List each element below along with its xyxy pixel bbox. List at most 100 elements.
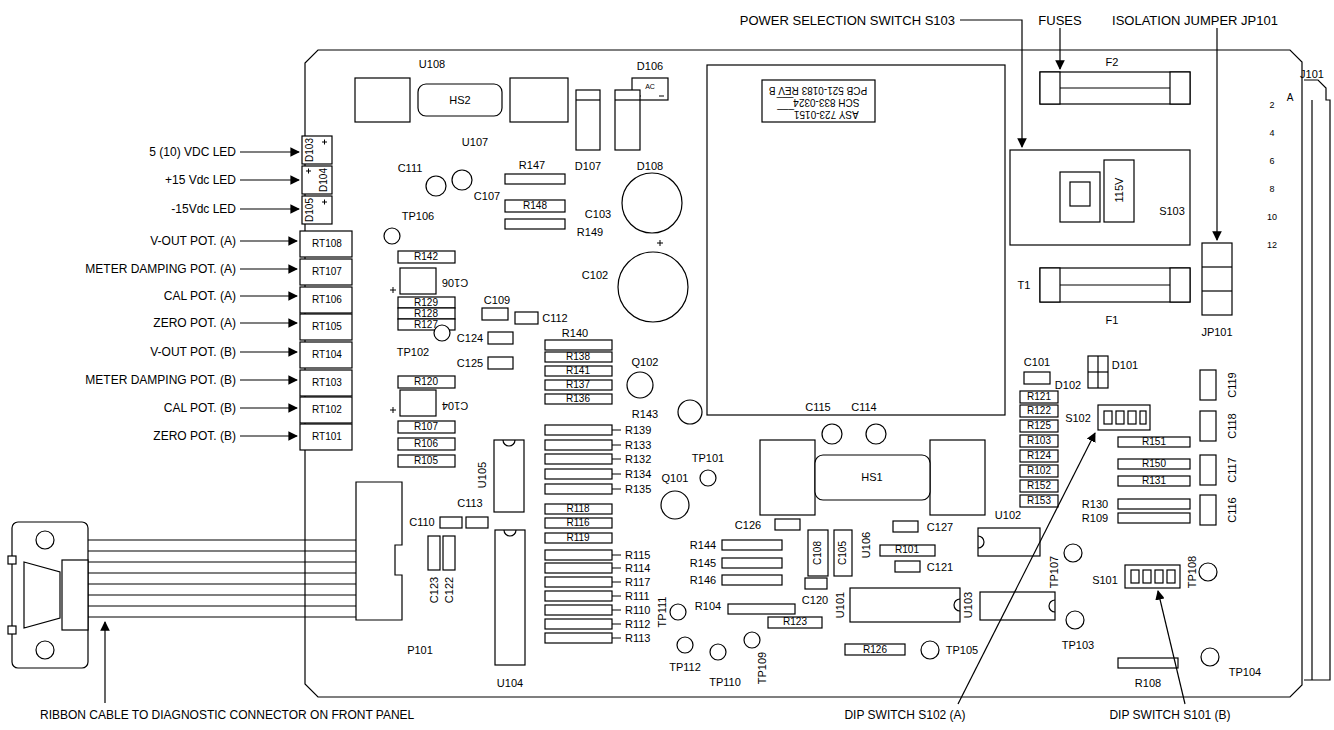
resistor	[545, 619, 612, 629]
resistor	[545, 340, 612, 350]
part-label: RT105	[312, 322, 342, 332]
callout-label: -15Vdc LED	[171, 203, 236, 215]
part-label: T1	[1018, 280, 1031, 291]
leader-arrow	[240, 379, 297, 380]
ribbon-wire	[88, 572, 356, 573]
diode-lead	[1097, 356, 1098, 388]
trimmer-pot	[300, 424, 352, 450]
resistor	[1118, 513, 1190, 523]
callout-label: ZERO POT. (B)	[153, 430, 236, 442]
leader-arrow	[240, 322, 297, 323]
part-label: R103	[1027, 436, 1051, 446]
capacitor	[805, 578, 827, 589]
resistor	[545, 504, 612, 514]
leader-arrow	[240, 351, 297, 352]
diode-pair	[1088, 356, 1108, 388]
resistor	[1020, 405, 1058, 417]
resistor	[545, 550, 612, 560]
part-label: TP108	[1187, 556, 1198, 588]
fuse-cap	[1040, 268, 1060, 302]
part-label: R113	[625, 633, 650, 644]
part-label: S101	[1092, 575, 1118, 586]
part-label: C115	[805, 402, 830, 413]
resistor	[1118, 437, 1190, 447]
trimmer-pot	[300, 314, 352, 340]
resistor	[1020, 495, 1058, 507]
callout-label: ZERO POT. (A)	[153, 317, 236, 329]
dip-toggle	[1104, 411, 1112, 424]
leader-arrow	[240, 268, 297, 269]
ribbon-wire	[88, 594, 356, 595]
resistor	[545, 605, 612, 615]
part-label: R131	[1142, 476, 1166, 486]
regulator	[510, 78, 568, 122]
db9-screw	[36, 531, 54, 549]
callout-label: FUSES	[1038, 14, 1081, 27]
test-point	[677, 637, 693, 653]
trimmer-pot	[300, 397, 352, 423]
part-label: U107	[462, 137, 488, 148]
part-label: R148	[523, 201, 547, 211]
resistor	[545, 366, 612, 376]
resistor	[545, 518, 612, 528]
resistor	[1118, 658, 1178, 668]
resistor	[398, 376, 455, 388]
ic-notch	[504, 530, 516, 536]
resistor	[505, 174, 565, 184]
test-point	[921, 641, 939, 659]
part-label: R135	[625, 484, 651, 495]
capacitor	[808, 530, 828, 576]
callout-label: DIP SWITCH S102 (A)	[844, 709, 965, 721]
trimmer	[678, 400, 702, 424]
dip-toggle	[1131, 570, 1139, 583]
leader-arrow	[240, 407, 297, 408]
diode-band	[615, 99, 640, 100]
regulator	[930, 440, 985, 515]
capacitor	[775, 519, 800, 530]
part-label: R145	[690, 558, 716, 569]
capacitor	[1200, 495, 1216, 525]
leader-arrow	[240, 151, 299, 152]
part-label: TP105	[946, 645, 978, 656]
part-label: R102	[1027, 466, 1051, 476]
resistor	[722, 575, 782, 585]
test-point	[700, 470, 716, 486]
resistor	[398, 251, 455, 263]
part-label: RT104	[312, 350, 342, 360]
switch-slider	[1060, 172, 1100, 222]
part-label: R120	[414, 377, 438, 387]
part-label: R136	[566, 394, 590, 404]
db9-screw	[36, 641, 54, 659]
callout-label: METER DAMPING POT. (B)	[85, 374, 236, 386]
resistor	[1118, 476, 1190, 486]
part-label: R123	[783, 617, 807, 627]
part-label: R101	[895, 545, 919, 555]
part-label: R130	[1082, 499, 1108, 510]
part-label: RT108	[312, 239, 342, 249]
resistor	[545, 484, 612, 494]
resistor	[545, 352, 612, 362]
part-label: R122	[1027, 406, 1051, 416]
regulator	[355, 78, 410, 122]
part-label: R139	[625, 425, 651, 436]
part-label: R107	[414, 422, 438, 432]
part-label: D105	[305, 198, 315, 222]
resistor	[768, 617, 822, 628]
trimmer-pot	[300, 287, 352, 313]
part-label: R115	[625, 550, 650, 561]
ribbon-wire	[88, 605, 356, 606]
fuse-cap	[1040, 72, 1060, 104]
part-label: R134	[625, 469, 651, 480]
part-label: U105	[477, 462, 488, 488]
capacitor	[400, 390, 436, 416]
db9-tab	[8, 556, 16, 564]
part-label: HS2	[449, 95, 470, 106]
capacitor	[488, 357, 513, 369]
part-label: C101	[1024, 357, 1050, 368]
part-label: R104	[695, 601, 721, 612]
part-label: F1	[1106, 315, 1119, 326]
test-point	[670, 604, 686, 620]
resistor	[880, 545, 935, 556]
part-label: R119	[566, 533, 589, 543]
part-label: U108	[419, 59, 445, 70]
